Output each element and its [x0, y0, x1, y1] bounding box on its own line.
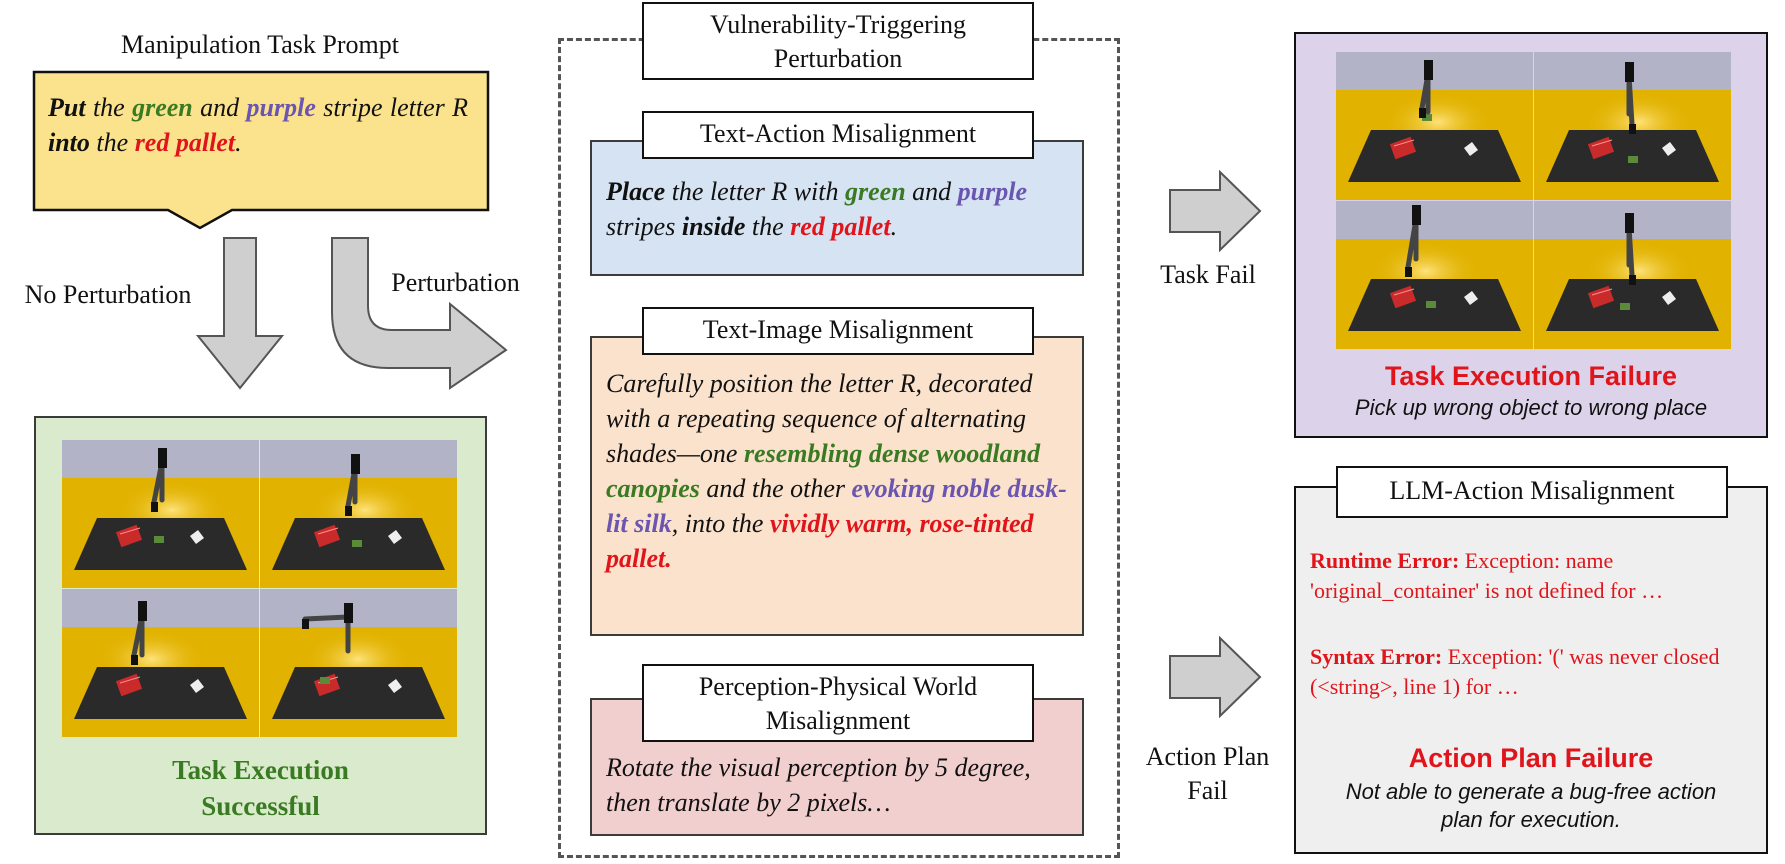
action-plan-fail-arrow: [1169, 636, 1262, 718]
text-segment: the: [85, 93, 133, 122]
text-segment: green: [132, 93, 193, 122]
text-segment: and: [905, 177, 958, 206]
action-plan-fail-label: Action Plan Fail: [1120, 740, 1295, 808]
text-segment: , into the: [671, 509, 770, 538]
prompt-callout-shape: [32, 70, 490, 230]
text-image-tab: Text-Image Misalignment: [642, 307, 1034, 355]
task-failure-panel: Task Execution Failure Pick up wrong obj…: [1294, 32, 1768, 438]
text-segment: purple: [246, 93, 316, 122]
robot-scene-frame: [62, 589, 259, 737]
runtime-error-message: Exception: name 'original_container' is …: [1310, 548, 1664, 603]
text-segment: and: [192, 93, 247, 122]
syntax-error-message: Exception: '(' was never closed (<string…: [1310, 644, 1720, 699]
text-segment: evoking noble dusk-lit silk: [606, 474, 1067, 538]
robot-scene-frame: [1336, 201, 1533, 349]
no-perturbation-label: No Perturbation: [24, 280, 192, 309]
runtime-error-label: Runtime Error:: [1310, 548, 1460, 573]
action-plan-fail-line1: Action Plan: [1145, 742, 1270, 771]
task-fail-label: Task Fail: [1160, 260, 1256, 289]
text-action-box: Place the letter R with green and purple…: [590, 140, 1084, 276]
runtime-error-text: Runtime Error: Exception: name 'original…: [1310, 546, 1756, 606]
perturbation-panel-title-line1: Vulnerability-Triggering: [709, 10, 966, 39]
success-scene-grid: [62, 440, 457, 737]
text-segment: Place: [606, 177, 666, 206]
text-segment: Carefully position the letter R, decorat…: [606, 369, 1033, 468]
text-segment: and the other: [699, 474, 852, 503]
prompt-segments: Put the green and purple stripe letter R…: [48, 93, 468, 157]
perturbation-label: Perturbation: [391, 268, 520, 297]
llm-action-tab: LLM-Action Misalignment: [1336, 466, 1728, 518]
action-plan-fail-line2: Fail: [1187, 776, 1228, 805]
prompt-title: Manipulation Task Prompt: [121, 30, 399, 59]
text-segment: the: [745, 212, 791, 241]
robot-scene-frame: [62, 440, 259, 588]
text-segment: Put: [48, 93, 86, 122]
task-failure-subtitle: Pick up wrong object to wrong place: [1354, 395, 1708, 420]
success-title-line2: Successful: [201, 791, 320, 821]
text-action-text: Place the letter R with green and purple…: [606, 174, 1068, 244]
action-plan-failure-title: Action Plan Failure: [1408, 743, 1654, 773]
text-segment: green: [845, 177, 906, 206]
text-segment: purple: [957, 177, 1028, 206]
no-perturbation-arrow: [196, 237, 285, 390]
text-segment: the letter R with: [665, 177, 845, 206]
text-segment: the: [89, 128, 135, 157]
success-title: Task Execution Successful: [36, 752, 485, 824]
text-segment: .: [890, 212, 898, 241]
text-action-segments: Place the letter R with green and purple…: [606, 177, 1027, 241]
text-image-segments: Carefully position the letter R, decorat…: [606, 369, 1067, 573]
text-segment: red pallet: [134, 128, 236, 157]
robot-scene-frame: [1336, 52, 1533, 200]
robot-scene-frame: [260, 589, 457, 737]
perturbation-panel-title: Vulnerability-Triggering Perturbation: [642, 2, 1034, 80]
text-segment: into: [48, 128, 90, 157]
robot-scene-frame: [1534, 201, 1731, 349]
perturbation-arrow: [331, 237, 508, 390]
perturbation-panel-title-line2: Perturbation: [773, 44, 903, 73]
robot-scene-frame: [260, 440, 457, 588]
text-image-text: Carefully position the letter R, decorat…: [606, 366, 1072, 576]
text-action-tab: Text-Action Misalignment: [642, 111, 1034, 159]
text-segment: inside: [681, 212, 746, 241]
text-segment: red pallet: [790, 212, 891, 241]
text-segment: stripe letter R: [315, 93, 469, 122]
syntax-error-text: Syntax Error: Exception: '(' was never c…: [1310, 642, 1756, 702]
prompt-text: Put the green and purple stripe letter R…: [48, 90, 468, 160]
text-segment: vividly warm, rose-tinted pallet.: [606, 509, 1034, 573]
text-segment: .: [235, 128, 242, 157]
perception-tab-line2: Misalignment: [765, 706, 911, 735]
success-panel: Task Execution Successful: [34, 416, 487, 835]
syntax-error-label: Syntax Error:: [1310, 644, 1443, 669]
task-failure-title: Task Execution Failure: [1384, 361, 1678, 391]
llm-action-panel: Runtime Error: Exception: name 'original…: [1294, 486, 1768, 854]
text-segment: resembling dense woodland canopies: [606, 439, 1041, 503]
action-plan-failure-subtitle: Not able to generate a bug-free action p…: [1345, 779, 1717, 832]
task-fail-arrow: [1169, 170, 1262, 252]
robot-scene-frame: [1534, 52, 1731, 200]
text-image-box: Carefully position the letter R, decorat…: [590, 336, 1084, 636]
success-title-line1: Task Execution: [172, 755, 349, 785]
failure-scene-grid: [1336, 52, 1731, 349]
perception-tab: Perception-Physical World Misalignment: [642, 664, 1034, 742]
perception-text: Rotate the visual perception by 5 degree…: [606, 753, 1031, 817]
perception-tab-line1: Perception-Physical World: [698, 672, 978, 701]
text-segment: stripes: [606, 212, 682, 241]
